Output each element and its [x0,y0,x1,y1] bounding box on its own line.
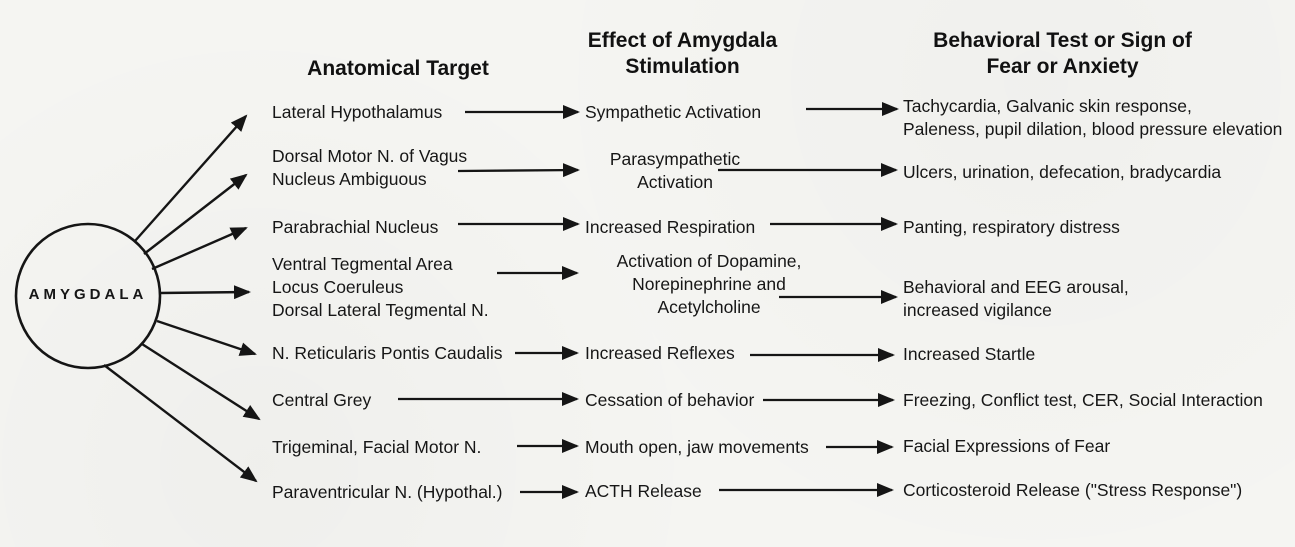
target-label: Paraventricular N. (Hypothal.) [272,482,503,502]
behavior-label: Behavioral and EEG arousal, increased vi… [903,277,1129,320]
arrow-amygdala-lateral-hypothalamus [134,114,248,242]
behavior-label: Panting, respiratory distress [903,217,1120,237]
target-label: Parabrachial Nucleus [272,217,439,237]
effect-label: ACTH Release [585,481,702,501]
effect-label: Sympathetic Activation [585,102,762,122]
arrow-amygdala-central-grey [141,342,261,421]
header-behavioral-test: Behavioral Test or Sign of Fear or Anxie… [933,29,1192,78]
target-label: N. Reticularis Pontis Caudalis [272,343,503,363]
effect-label: Activation of Dopamine, Norepinephrine a… [616,251,802,317]
target-label: Dorsal Motor N. of Vagus Nucleus Ambiguo… [272,146,468,189]
header-anatomical-target: Anatomical Target [307,57,489,80]
arrow-amygdala-vagus-ambiguous [143,173,248,255]
arrow-amygdala-reticularis [156,319,257,356]
effect-behavior-arrows [718,102,899,497]
behavior-label: Tachycardia, Galvanic skin response, Pal… [903,96,1283,139]
arrow-amygdala-paraventricular [103,364,258,483]
amygdala-target-arrows [103,114,261,483]
behavior-label: Freezing, Conflict test, CER, Social Int… [903,390,1263,410]
behavior-label: Increased Startle [903,344,1036,364]
target-label: Lateral Hypothalamus [272,102,443,122]
behavior-label: Ulcers, urination, defecation, bradycard… [903,162,1222,182]
arrow-target-effect-2 [457,163,580,178]
arrow-amygdala-vta-lc [159,285,251,300]
target-label: Ventral Tegmental Area Locus Coeruleus D… [272,254,489,320]
effect-label: Mouth open, jaw movements [585,437,809,457]
effect-label: Increased Respiration [585,217,756,237]
target-label: Trigeminal, Facial Motor N. [272,437,482,457]
effect-label: Cessation of behavior [585,390,755,410]
target-label: Central Grey [272,390,372,410]
header-effect-of-stimulation: Effect of Amygdala Stimulation [587,29,778,78]
target-effect-arrows [398,105,580,499]
behavior-label: Facial Expressions of Fear [903,436,1111,456]
effect-label: Increased Reflexes [585,343,735,363]
amygdala-node-label: AMYGDALA [28,286,148,303]
behavior-label: Corticosteroid Release ("Stress Response… [903,480,1243,500]
arrow-amygdala-parabrachial [151,226,248,271]
effect-label: Parasympathetic Activation [609,149,741,192]
amygdala-circle [14,222,162,370]
